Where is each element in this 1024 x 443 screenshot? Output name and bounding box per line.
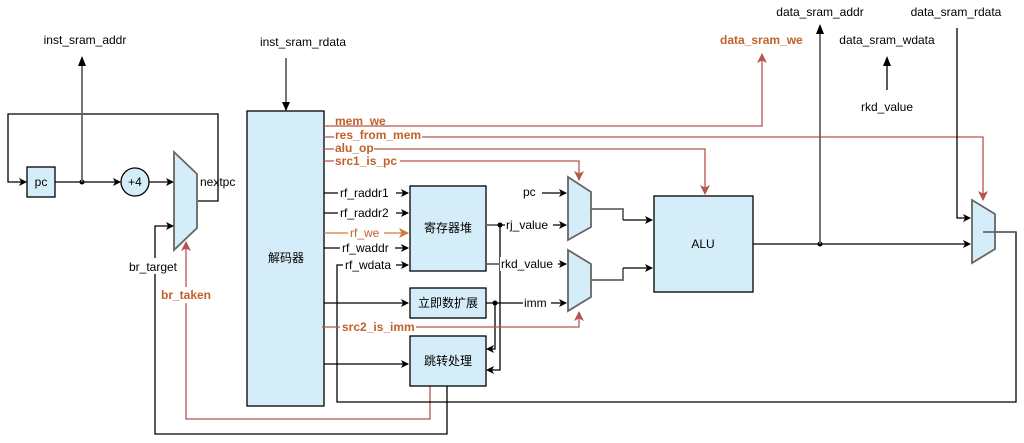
- branch-handler-label: 跳转处理: [424, 353, 472, 368]
- inst-sram-rdata-label: inst_sram_rdata: [260, 35, 346, 49]
- mem-we-label: mem_we: [335, 114, 386, 128]
- rj-to-branch-wire: [486, 225, 501, 374]
- nextpc-feedback-wire: [7, 113, 219, 202]
- rf-waddr-label: rf_waddr: [342, 241, 389, 255]
- rkd-value-source-label: rkd_value: [861, 100, 913, 114]
- src1-is-pc-label-bg: [334, 154, 400, 167]
- nextpc-label: nextpc: [200, 175, 235, 189]
- imm-label-bg: [523, 296, 551, 310]
- br-taken-label: br_taken: [161, 288, 211, 302]
- src1-is-pc-wire: [324, 160, 584, 181]
- decoder-label: 解码器: [268, 251, 304, 265]
- imm-extend-block: [409, 287, 487, 319]
- data-sram-rdata-label: data_sram_rdata: [911, 5, 1002, 19]
- src1-mux: [567, 175, 592, 242]
- src1-mux-out-wire: [591, 208, 624, 220]
- rf-raddr1-label-bg: [338, 186, 396, 200]
- alu-op-label-bg: [334, 142, 374, 154]
- br-target-label: br_target: [129, 260, 178, 274]
- pc-input-label: pc: [523, 185, 536, 199]
- inst-sram-addr-label: inst_sram_addr: [44, 33, 127, 47]
- data-sram-wdata-label: data_sram_wdata: [839, 33, 935, 47]
- res-from-mem-label: res_from_mem: [335, 128, 421, 142]
- rf-we-label: rf_we: [350, 226, 380, 240]
- data-sram-we-label: data_sram_we: [720, 33, 803, 47]
- inst-sram-addr-arrow-icon: [78, 56, 86, 66]
- data-sram-addr-label: data_sram_addr: [776, 5, 863, 19]
- branch-handler-block: [409, 335, 487, 387]
- src2-mux: [567, 248, 592, 313]
- inst-sram-rdata-arrow-icon: [282, 102, 290, 111]
- pc-register-label: pc: [35, 175, 48, 189]
- br-target-label-bg: [124, 258, 184, 274]
- rj-value-label: rj_value: [506, 218, 548, 232]
- plus4-label: +4: [128, 175, 142, 189]
- res-from-mem-wire: [324, 136, 988, 201]
- rkd-value-label-bg: [500, 257, 558, 271]
- decoder-block: [246, 110, 325, 407]
- data-sram-addr-arrow-icon: [816, 24, 824, 34]
- register-file-block: [409, 185, 487, 272]
- alu-op-wire: [324, 148, 710, 195]
- br-target-wire: [154, 222, 448, 435]
- imm-extend-label: 立即数扩展: [418, 295, 478, 310]
- rf-wdata-label-bg: [343, 258, 396, 272]
- src2-is-imm-label-bg: [340, 320, 416, 334]
- rf-raddr1-label: rf_raddr1: [340, 186, 389, 200]
- nextpc-mux: [173, 149, 198, 253]
- rf-we-label-bg: [348, 226, 384, 240]
- mem-we-wire: [324, 53, 767, 127]
- rf-raddr2-label: rf_raddr2: [340, 206, 389, 220]
- register-file-label: 寄存器堆: [424, 220, 472, 235]
- res-from-mem-label-bg: [334, 129, 422, 143]
- rf-raddr2-label-bg: [338, 206, 396, 220]
- rf-wdata-label: rf_wdata: [345, 258, 391, 272]
- rkd-value-label: rkd_value: [501, 257, 553, 271]
- src2-is-imm-label: src2_is_imm: [342, 320, 415, 334]
- data-sram-rdata-wire: [956, 28, 971, 222]
- imm-to-branch-wire: [486, 303, 496, 353]
- alu-op-label: alu_op: [335, 141, 374, 155]
- imm-label: imm: [524, 296, 547, 310]
- rf-waddr-label-bg: [340, 241, 395, 255]
- alu-label: ALU: [691, 237, 714, 251]
- src2-mux-out-wire: [591, 268, 624, 281]
- rj-value-label-bg: [505, 218, 553, 232]
- data-sram-wdata-arrow-icon: [883, 56, 891, 66]
- alu-block: [653, 195, 754, 293]
- br-taken-label-bg: [158, 287, 214, 303]
- src1-is-pc-label: src1_is_pc: [335, 154, 397, 168]
